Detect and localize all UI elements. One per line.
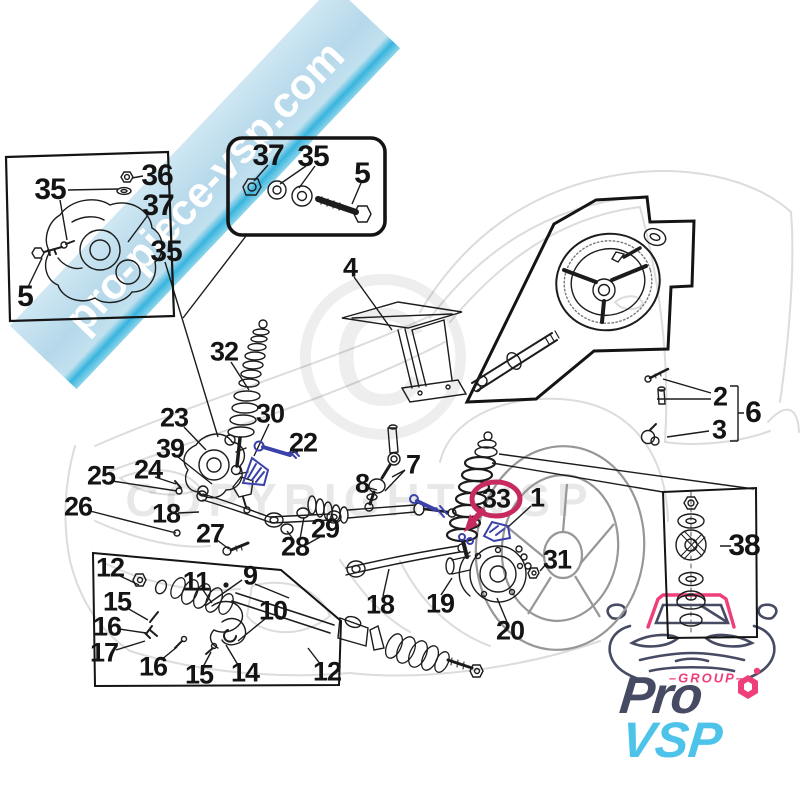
part-label-15b: 15: [184, 659, 214, 690]
blue-drag-link: [409, 494, 448, 518]
hub-brake-art: [445, 545, 540, 603]
part-label-31: 31: [542, 544, 572, 575]
part-label-7: 7: [405, 449, 421, 480]
part-label-9: 9: [242, 560, 258, 591]
column-fastener-art: [640, 367, 670, 446]
leader-lines: [27, 164, 755, 668]
shock-absorber-art: [227, 319, 270, 476]
part-label-23: 23: [159, 402, 189, 433]
part-label-27: 27: [195, 518, 225, 549]
gearbox-art: [31, 171, 163, 304]
part-label-36: 36: [141, 159, 173, 192]
copyright-symbol: ©: [296, 225, 469, 488]
part-label-8: 8: [354, 468, 370, 499]
lower-arm-art: [173, 480, 342, 556]
part-label-19: 19: [425, 588, 455, 619]
red-highlight-33: [464, 479, 523, 532]
part-label-12b: 12: [312, 656, 342, 687]
part-label-15: 15: [102, 586, 132, 617]
part-label-16b: 16: [138, 651, 168, 682]
blue-bracket-30: [241, 456, 270, 487]
part-label-33: 33: [481, 483, 511, 514]
column-support-art: [341, 301, 468, 403]
logo-group-label: –GROUP–: [668, 670, 746, 686]
part-label-37: 37: [142, 189, 174, 222]
part-label-20: 20: [495, 615, 525, 646]
strut-mount-inset-box: [661, 486, 759, 640]
part-label-4: 4: [342, 252, 358, 283]
bolt-kit-inset-box: [226, 136, 387, 237]
part-label-26: 26: [63, 491, 93, 522]
blue-highlight-parts: [241, 440, 512, 545]
part-label-5-kit: 5: [354, 157, 371, 190]
parts-line-art: [31, 171, 707, 678]
part-label-35-kit: 35: [297, 140, 329, 173]
part-label-18c: 18: [365, 589, 395, 620]
gearbox-inset-box: [4, 150, 176, 323]
part-label-3: 3: [711, 414, 727, 445]
part-label-6: 6: [745, 396, 762, 429]
faint-car-outline: [64, 170, 800, 677]
part-label-29: 29: [310, 513, 340, 544]
part-label-28: 28: [280, 531, 310, 562]
steering-wheel-inset-box: [464, 195, 696, 404]
part-label-17: 17: [89, 637, 119, 668]
tie-rod-end-art: [364, 424, 401, 512]
strut-mount-stack-art: [675, 491, 707, 633]
steering-rack-art: [132, 573, 484, 678]
part-label-22: 22: [288, 427, 318, 458]
part-label-39: 39: [155, 433, 185, 464]
part-label-37-kit: 37: [252, 139, 284, 172]
part-label-24: 24: [133, 454, 163, 485]
part-label-10: 10: [258, 595, 288, 626]
part-label-12: 12: [95, 552, 125, 583]
control-arm-art: [345, 543, 467, 578]
steering-wheel-art: [471, 227, 667, 393]
bolt-kit-art: [242, 178, 372, 223]
part-label-16: 16: [92, 611, 122, 642]
blue-tie-rod-22: [253, 440, 300, 459]
steering-rack-inset-box: [91, 551, 343, 688]
part-label-5: 5: [17, 280, 34, 313]
hex-nut-icon: [738, 667, 761, 699]
part-label-14: 14: [230, 657, 260, 688]
part-label-1: 1: [529, 482, 545, 513]
logo-brand-bottom: VSP: [619, 712, 726, 768]
part-label-2: 2: [712, 381, 728, 412]
copyright-watermark: © COPYRIGHT VSP: [125, 225, 587, 526]
blue-bracket-1: [458, 520, 512, 545]
part-label-38: 38: [728, 529, 760, 562]
part-label-18: 18: [151, 498, 181, 529]
part-label-35: 35: [34, 173, 66, 206]
part-label-32: 32: [209, 336, 239, 367]
inset-boxes: [4, 136, 759, 688]
part-label-30: 30: [255, 398, 285, 429]
part-label-25: 25: [86, 460, 116, 491]
part-label-35b: 35: [150, 235, 182, 268]
part-label-11: 11: [182, 566, 211, 597]
